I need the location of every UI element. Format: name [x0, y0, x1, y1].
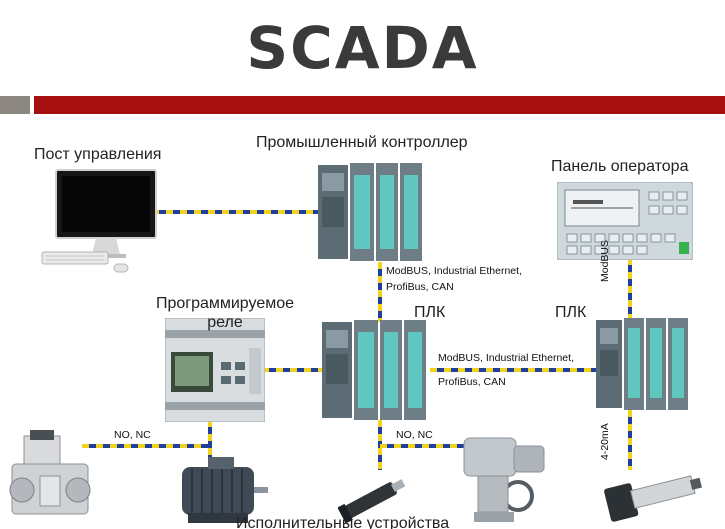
protocol-controller-plc-line2: ProfiBus, CAN [386, 281, 454, 293]
operator-panel-label: Панель оператора [551, 158, 689, 175]
industrial-controller-icon [318, 163, 422, 261]
gas-valve-icon [9, 430, 91, 515]
programmable-relay-icon [165, 318, 265, 422]
electric-motor-icon [182, 457, 268, 523]
protocol-panel-link: ModBUS [599, 239, 611, 282]
monitor-icon [41, 169, 157, 273]
plc-right-label: ПЛК [555, 304, 587, 321]
linear-actuator-right-icon [604, 475, 702, 522]
header-bar-grey [0, 96, 30, 114]
plc-center-icon [322, 320, 426, 420]
industrial-controller-label: Промышленный контроллер [256, 134, 468, 151]
actuators-label: Исполнительные устройства [236, 515, 450, 529]
operator-panel-icon [557, 182, 693, 260]
plc-center-label: ПЛК [414, 304, 446, 321]
control-post-label: Пост управления [34, 146, 162, 163]
plc-right-icon [596, 318, 688, 410]
protocol-plc-plc-line1: ModBUS, Industrial Ethernet, [438, 352, 574, 364]
page-title: SCADA [246, 14, 479, 82]
linear-actuator-icon [338, 479, 406, 524]
protocol-plc-plc-line2: ProfiBus, CAN [438, 376, 506, 388]
protocol-relay-output: NO, NC [114, 429, 151, 441]
valve-actuator-icon [463, 437, 545, 522]
protocol-analog-signal: 4-20mA [599, 423, 611, 460]
protocol-plc-output: NO, NC [396, 429, 433, 441]
header-bar-red [34, 96, 725, 114]
programmable-relay-label: Программируемое реле [155, 295, 295, 331]
protocol-controller-plc-line1: ModBUS, Industrial Ethernet, [386, 265, 522, 277]
